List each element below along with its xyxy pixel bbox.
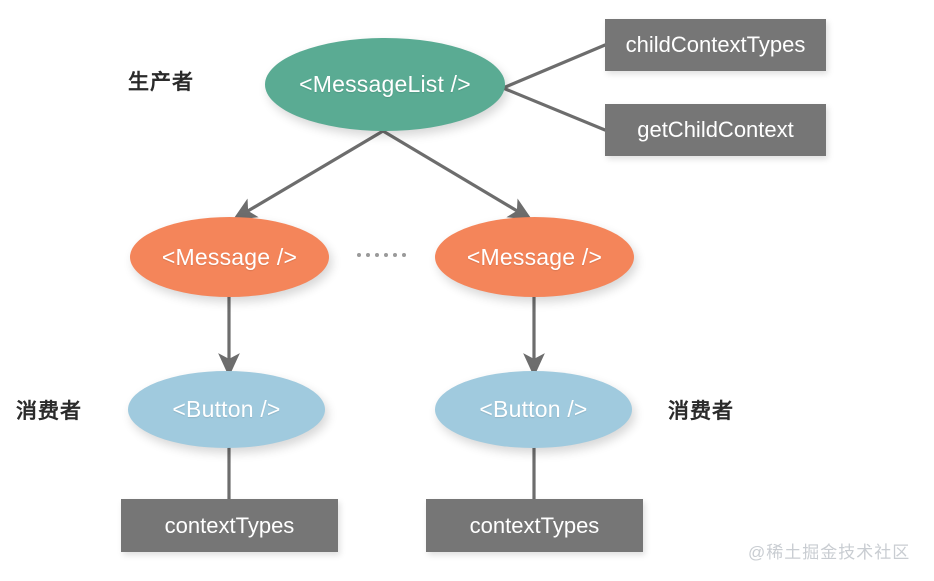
edge-messagelist-to-childcontexttypes (501, 43, 607, 90)
node-message-right-label: <Message /> (466, 243, 603, 270)
box-getchildcontext-label: getChildContext (637, 117, 794, 142)
box-contexttypes-right[interactable]: contextTypes (426, 499, 643, 552)
ellipsis-dot (357, 253, 361, 257)
node-button-right[interactable]: <Button /> (435, 371, 632, 448)
watermark: @稀土掘金技术社区 (748, 543, 911, 562)
label-producer: 生产者 (128, 71, 194, 94)
edge-messagelist-to-getchildcontext (501, 86, 607, 132)
box-childcontexttypes[interactable]: childContextTypes (605, 19, 826, 71)
ellipsis-dot (402, 253, 406, 257)
ellipsis-dot (384, 253, 388, 257)
box-getchildcontext[interactable]: getChildContext (605, 104, 826, 156)
edge-messagelist-to-message-left (232, 129, 384, 220)
ellipsis-dot (366, 253, 370, 257)
node-button-left-label: <Button /> (172, 396, 281, 422)
node-messagelist[interactable]: <MessageList /> (265, 38, 505, 131)
label-consumer-right: 消费者 (668, 400, 734, 423)
edge-messagelist-to-message-right (382, 129, 533, 220)
node-message-left-label: <Message /> (161, 243, 298, 270)
node-messagelist-label: <MessageList /> (299, 71, 471, 97)
node-message-right[interactable]: <Message /> (435, 217, 634, 297)
node-button-left[interactable]: <Button /> (128, 371, 325, 448)
box-childcontexttypes-label: childContextTypes (625, 32, 806, 57)
ellipsis-indicator (357, 253, 406, 257)
box-contexttypes-right-label: contextTypes (469, 512, 600, 538)
node-button-right-label: <Button /> (479, 396, 588, 422)
box-contexttypes-left-label: contextTypes (164, 512, 295, 538)
node-message-left[interactable]: <Message /> (130, 217, 329, 297)
ellipsis-dot (393, 253, 397, 257)
label-consumer-left: 消费者 (16, 400, 82, 423)
box-contexttypes-left[interactable]: contextTypes (121, 499, 338, 552)
ellipsis-dot (375, 253, 379, 257)
